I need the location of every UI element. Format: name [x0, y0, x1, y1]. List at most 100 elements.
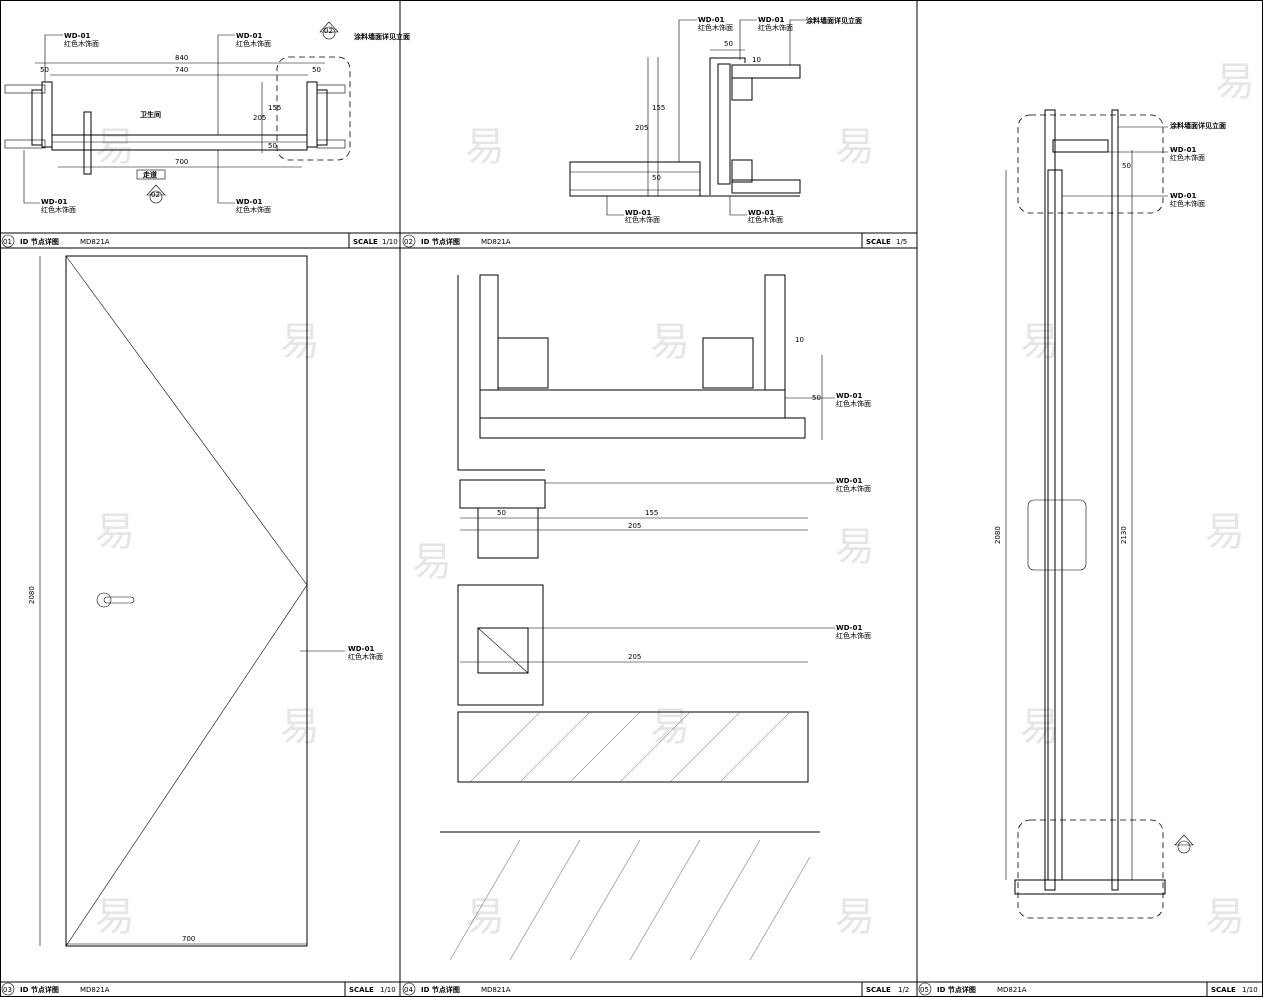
- svg-text:MD821A: MD821A: [481, 986, 511, 994]
- svg-text:红色木饰面: 红色木饰面: [64, 39, 99, 48]
- svg-text:205: 205: [635, 124, 648, 132]
- svg-text:走道: 走道: [143, 170, 157, 179]
- svg-text:205: 205: [628, 653, 641, 661]
- svg-text:700: 700: [182, 935, 195, 943]
- svg-text:SCALE: SCALE: [349, 986, 374, 994]
- svg-text:ID 节点详图: ID 节点详图: [421, 985, 460, 994]
- svg-text:155: 155: [645, 509, 658, 517]
- svg-text:50: 50: [1122, 162, 1131, 170]
- svg-text:1/2: 1/2: [898, 986, 909, 994]
- svg-text:红色木饰面: 红色木饰面: [236, 39, 271, 48]
- svg-text:1/10: 1/10: [1242, 986, 1258, 994]
- svg-text:50: 50: [312, 66, 321, 74]
- svg-text:50: 50: [724, 40, 733, 48]
- svg-text:易: 易: [835, 524, 875, 570]
- svg-text:红色木饰面: 红色木饰面: [41, 205, 76, 214]
- svg-text:WD-01: WD-01: [64, 32, 90, 40]
- title-bar-04: 04 ID 节点详图 MD821A SCALE 1/2: [399, 981, 918, 997]
- svg-text:WD-01: WD-01: [625, 209, 651, 217]
- svg-text:SCALE: SCALE: [866, 238, 891, 246]
- svg-text:SCALE: SCALE: [353, 238, 378, 246]
- svg-text:易: 易: [650, 319, 690, 365]
- svg-text:MD821A: MD821A: [997, 986, 1027, 994]
- svg-text:红色木饰面: 红色木饰面: [348, 652, 383, 661]
- svg-text:02: 02: [404, 238, 413, 246]
- svg-text:MD821A: MD821A: [80, 238, 110, 246]
- svg-text:ID 节点详图: ID 节点详图: [937, 985, 976, 994]
- svg-text:易: 易: [835, 894, 875, 940]
- svg-text:红色木饰面: 红色木饰面: [625, 215, 660, 224]
- svg-text:卫生间: 卫生间: [140, 110, 161, 119]
- svg-text:155: 155: [268, 104, 281, 112]
- svg-text:WD-01: WD-01: [1170, 192, 1196, 200]
- panel-01-plan-detail: 840 740 50 50 700 205 155 50 卫生间 走道 02 0…: [4, 21, 410, 214]
- svg-text:ID 节点详图: ID 节点详图: [20, 985, 59, 994]
- svg-text:易: 易: [650, 704, 690, 750]
- svg-text:红色木饰面: 红色木饰面: [1170, 153, 1205, 162]
- title-bar-01: 01 ID 节点详图 MD821A SCALE 1/10: [0, 232, 401, 249]
- svg-text:2080: 2080: [28, 586, 36, 604]
- svg-text:1/10: 1/10: [382, 238, 398, 246]
- svg-text:05: 05: [920, 986, 929, 994]
- svg-text:WD-01: WD-01: [836, 624, 862, 632]
- panel-04-section-detail: 50 155 205 10 50 WD-01 红色木饰面 WD-01 红色木饰面…: [440, 274, 871, 961]
- svg-text:205: 205: [253, 114, 266, 122]
- svg-text:易: 易: [280, 319, 320, 365]
- svg-text:MD821A: MD821A: [481, 238, 511, 246]
- svg-text:红色木饰面: 红色木饰面: [836, 399, 871, 408]
- svg-text:涂料墙面详见立面: 涂料墙面详见立面: [1170, 121, 1226, 130]
- svg-text:740: 740: [175, 66, 188, 74]
- svg-text:700: 700: [175, 158, 188, 166]
- svg-text:MD821A: MD821A: [80, 986, 110, 994]
- svg-text:SCALE: SCALE: [866, 986, 891, 994]
- svg-text:1/5: 1/5: [896, 238, 907, 246]
- svg-text:红色木饰面: 红色木饰面: [748, 215, 783, 224]
- svg-text:涂料墙面详见立面: 涂料墙面详见立面: [354, 32, 410, 41]
- svg-text:易: 易: [1205, 509, 1245, 555]
- svg-text:WD-01: WD-01: [1170, 146, 1196, 154]
- svg-text:50: 50: [497, 509, 506, 517]
- svg-text:205: 205: [628, 522, 641, 530]
- svg-text:易: 易: [95, 124, 135, 170]
- svg-text:SCALE: SCALE: [1211, 986, 1236, 994]
- svg-text:易: 易: [95, 509, 135, 555]
- svg-text:易: 易: [465, 124, 505, 170]
- svg-text:WD-01: WD-01: [836, 392, 862, 400]
- panel-05-door-section: 2080 2130 50 涂料墙面详见立面 WD-01 红色木饰面 WD-01 …: [994, 109, 1226, 919]
- svg-text:易: 易: [1020, 319, 1060, 365]
- svg-text:155: 155: [652, 104, 665, 112]
- svg-text:02: 02: [151, 191, 160, 199]
- svg-text:红色木饰面: 红色木饰面: [836, 484, 871, 493]
- svg-text:红色木饰面: 红色木饰面: [236, 205, 271, 214]
- svg-text:2130: 2130: [1120, 526, 1128, 544]
- title-bar-05: 05 ID 节点详图 MD821A SCALE 1/10: [916, 981, 1263, 997]
- svg-text:WD-01: WD-01: [698, 16, 724, 24]
- svg-text:50: 50: [40, 66, 49, 74]
- svg-text:易: 易: [280, 704, 320, 750]
- panel-03-door-elevation: 2080 700 WD-01 红色木饰面: [28, 255, 383, 947]
- svg-text:03: 03: [3, 986, 12, 994]
- svg-text:易: 易: [1215, 59, 1255, 105]
- watermark: 易 易 易 易 易 易 易 易 易 易 易 易 易 易 易 易 易 易: [95, 59, 1255, 940]
- svg-text:10: 10: [752, 56, 761, 64]
- svg-text:红色木饰面: 红色木饰面: [758, 23, 793, 32]
- svg-text:红色木饰面: 红色木饰面: [836, 631, 871, 640]
- title-bar-03: 03 ID 节点详图 MD821A SCALE 1/10: [0, 981, 401, 997]
- svg-text:WD-01: WD-01: [348, 645, 374, 653]
- svg-text:01: 01: [3, 238, 12, 246]
- svg-text:WD-01: WD-01: [758, 16, 784, 24]
- svg-text:10: 10: [795, 336, 804, 344]
- svg-text:易: 易: [835, 124, 875, 170]
- svg-text:840: 840: [175, 54, 188, 62]
- svg-text:易: 易: [95, 894, 135, 940]
- svg-text:1/10: 1/10: [380, 986, 396, 994]
- svg-text:50: 50: [652, 174, 661, 182]
- svg-text:WD-01: WD-01: [836, 477, 862, 485]
- svg-text:红色木饰面: 红色木饰面: [1170, 199, 1205, 208]
- svg-text:04: 04: [404, 986, 413, 994]
- svg-text:WD-01: WD-01: [41, 198, 67, 206]
- svg-text:2080: 2080: [994, 526, 1002, 544]
- svg-text:WD-01: WD-01: [236, 32, 262, 40]
- svg-text:易: 易: [1020, 704, 1060, 750]
- svg-text:02: 02: [324, 27, 333, 35]
